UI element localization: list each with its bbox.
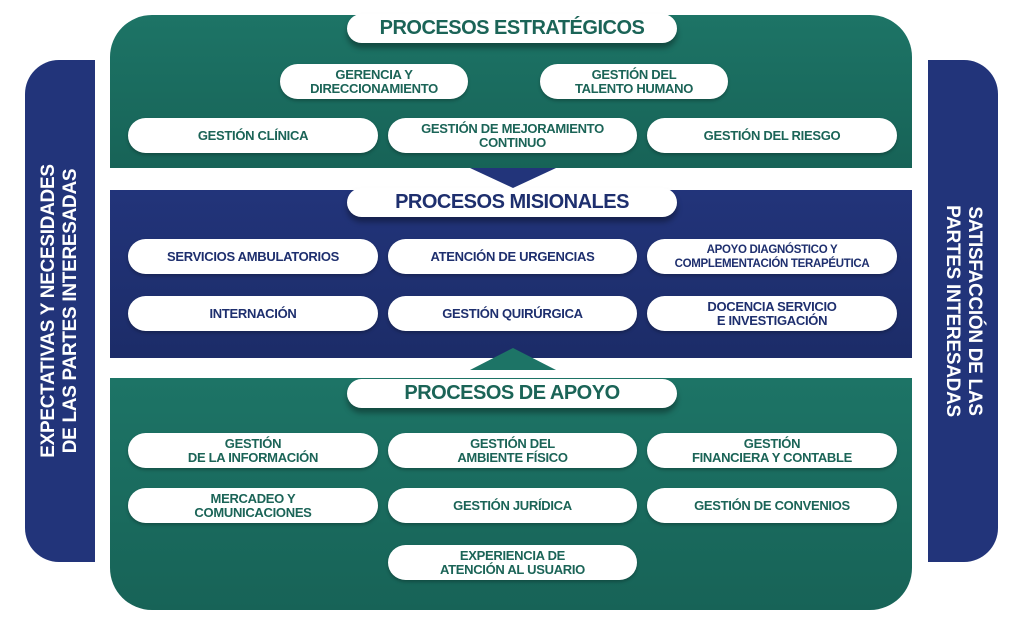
process-gerencia: GERENCIA Y DIRECCIONAMIENTO [280, 64, 468, 99]
process-juridica: GESTIÓN JURÍDICA [388, 488, 637, 523]
arrow-down-icon [470, 168, 556, 188]
process-docencia: DOCENCIA SERVICIO E INVESTIGACIÓN [647, 296, 897, 331]
process-mejoramiento: GESTIÓN DE MEJORAMIENTO CONTINUO [388, 118, 637, 153]
process-riesgo: GESTIÓN DEL RIESGO [647, 118, 897, 153]
stakeholder-expectations-label: EXPECTATIVAS Y NECESIDADES DE LAS PARTES… [38, 164, 81, 458]
strategic-processes-title: PROCESOS ESTRATÉGICOS [347, 14, 677, 43]
stakeholder-expectations-bar: EXPECTATIVAS Y NECESIDADES DE LAS PARTES… [25, 60, 95, 562]
process-mercadeo: MERCADEO Y COMUNICACIONES [128, 488, 378, 523]
support-processes-title: PROCESOS DE APOYO [347, 379, 677, 408]
mission-processes-title: PROCESOS MISIONALES [347, 188, 677, 217]
stakeholder-satisfaction-bar: SATISFACCIÓN DE LAS PARTES INTERESADAS [928, 60, 998, 562]
process-talento-humano: GESTIÓN DEL TALENTO HUMANO [540, 64, 728, 99]
process-financiera: GESTIÓN FINANCIERA Y CONTABLE [647, 433, 897, 468]
process-experiencia-usuario: EXPERIENCIA DE ATENCIÓN AL USUARIO [388, 545, 637, 580]
stakeholder-satisfaction-label: SATISFACCIÓN DE LAS PARTES INTERESADAS [942, 205, 985, 417]
process-ambiente-fisico: GESTIÓN DEL AMBIENTE FÍSICO [388, 433, 637, 468]
process-informacion: GESTIÓN DE LA INFORMACIÓN [128, 433, 378, 468]
process-quirurgica: GESTIÓN QUIRÚRGICA [388, 296, 637, 331]
process-urgencias: ATENCIÓN DE URGENCIAS [388, 239, 637, 274]
process-ambulatorios: SERVICIOS AMBULATORIOS [128, 239, 378, 274]
arrow-up-icon [470, 348, 556, 370]
process-gestion-clinica: GESTIÓN CLÍNICA [128, 118, 378, 153]
process-apoyo-diagnostico: APOYO DIAGNÓSTICO Y COMPLEMENTACIÓN TERA… [647, 239, 897, 274]
process-convenios: GESTIÓN DE CONVENIOS [647, 488, 897, 523]
process-internacion: INTERNACIÓN [128, 296, 378, 331]
